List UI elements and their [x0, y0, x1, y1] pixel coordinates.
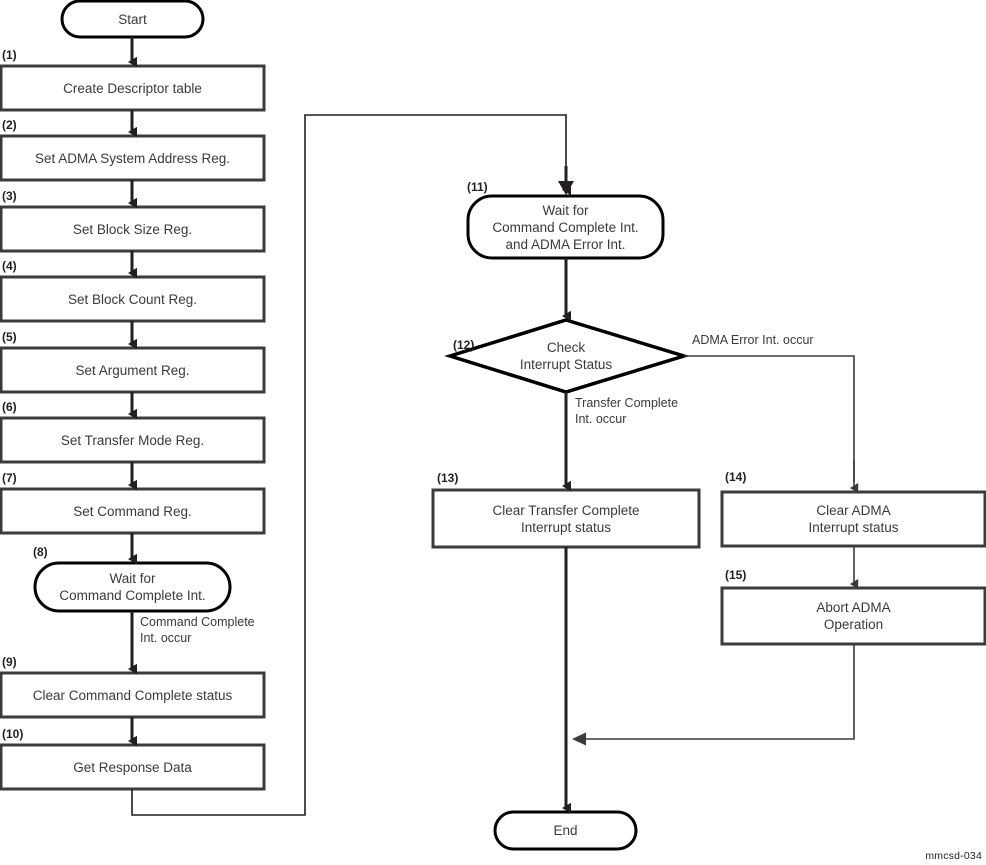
node-6-shape[interactable] [0, 416, 266, 464]
node-10-shape[interactable] [0, 743, 266, 791]
node-5-shape[interactable] [0, 346, 266, 394]
edge-label-command-complete-occur: Command Complete Int. occur [140, 615, 255, 645]
edge-12-to-14 [684, 355, 859, 493]
edge-10-to-11-feedback [131, 114, 574, 816]
step-label-5: (5) [2, 330, 17, 344]
step-label-8: (8) [33, 545, 48, 559]
step-label-15: (15) [725, 568, 747, 582]
node-13-shape[interactable] [431, 488, 701, 549]
node-3-shape[interactable] [0, 205, 266, 253]
step-label-13: (13) [437, 471, 459, 485]
edge-label-adma-error-occur: ADMA Error Int. occur [692, 333, 814, 347]
step-label-7: (7) [2, 471, 17, 485]
node-15-shape[interactable] [720, 586, 986, 646]
edge-label-transfer-complete-occur: Transfer Complete Int. occur [575, 396, 679, 426]
node-2-shape[interactable] [0, 134, 266, 182]
node-start-shape[interactable] [60, 0, 205, 39]
node-4-shape[interactable] [0, 275, 266, 323]
step-label-10: (10) [2, 727, 24, 741]
node-12-shape[interactable] [444, 318, 690, 394]
step-label-6: (6) [2, 400, 17, 414]
node-end-shape[interactable] [493, 810, 638, 851]
figure-caption: mmcsd-034 [925, 850, 982, 862]
node-7-shape[interactable] [0, 487, 266, 535]
step-label-4: (4) [2, 259, 17, 273]
step-label-12: (12) [453, 338, 475, 352]
node-14-shape[interactable] [720, 490, 986, 548]
node-1-shape[interactable] [0, 64, 266, 112]
step-label-3: (3) [2, 189, 17, 203]
step-label-14: (14) [725, 470, 747, 484]
step-label-1: (1) [2, 48, 17, 62]
node-11-shape[interactable] [466, 194, 665, 260]
step-label-11: (11) [467, 180, 488, 194]
edge-15-to-spine [572, 644, 855, 746]
step-label-9: (9) [2, 655, 17, 669]
node-9-shape[interactable] [0, 671, 266, 719]
node-8-shape[interactable] [33, 561, 232, 613]
step-label-2: (2) [2, 118, 17, 132]
